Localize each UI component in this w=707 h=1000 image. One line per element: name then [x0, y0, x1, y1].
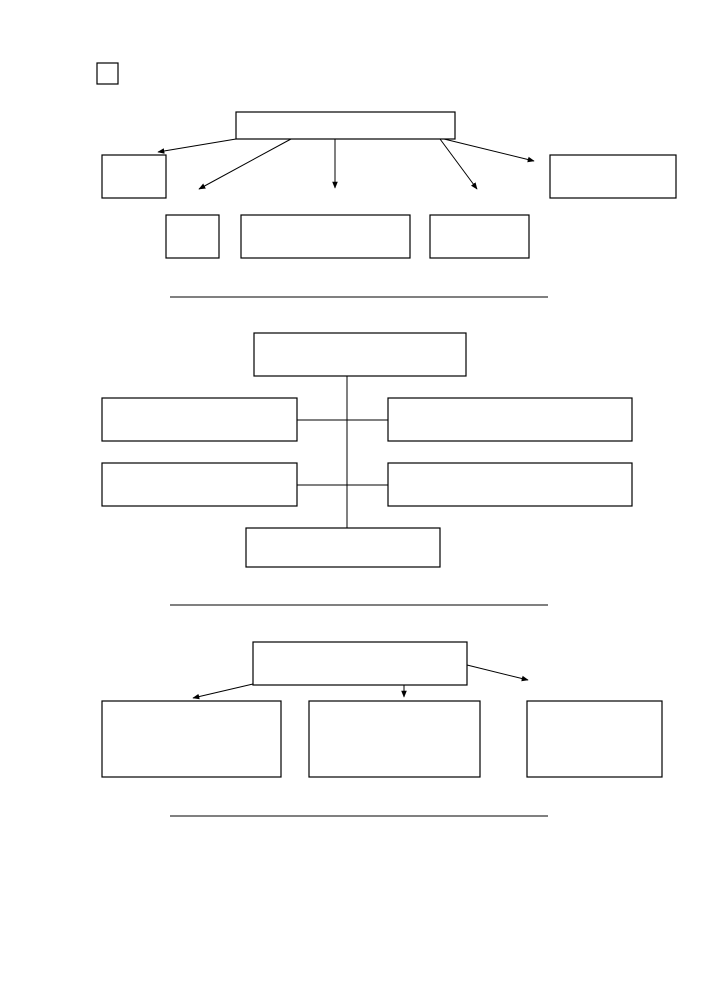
diagram-1-root-box [235, 111, 456, 140]
diagram-1-child-box-3 [240, 214, 411, 259]
diagram-3-child-box-2 [308, 700, 481, 778]
diagram-1-child-box-1 [101, 154, 167, 199]
diagram-3-arrow-1 [192, 683, 254, 700]
diagram-1-child-box-5 [549, 154, 677, 199]
checkbox-square[interactable] [96, 62, 119, 85]
diagram-1-arrow-1 [157, 138, 237, 154]
diagram-2 [101, 332, 633, 606]
diagram-3-child-box-1 [101, 700, 282, 778]
diagram-1-child-box-2 [165, 214, 220, 259]
diagram-2-child-box-5 [245, 527, 441, 568]
diagram-1 [101, 111, 677, 298]
diagram-2-child-box-4 [387, 462, 633, 507]
diagram-1-child-box-4 [429, 214, 530, 259]
diagram-2-child-box-3 [101, 462, 298, 507]
diagram-1-arrow-5 [443, 138, 535, 163]
diagram-3-child-box-3 [526, 700, 663, 778]
diagram-2-root-box [253, 332, 467, 377]
diagram-2-child-box-2 [387, 397, 633, 442]
diagram-1-arrow-4 [439, 138, 478, 190]
diagram-3 [101, 641, 663, 817]
diagram-2-child-box-1 [101, 397, 298, 442]
diagram-1-arrow-2 [198, 138, 292, 190]
diagram-3-arrow-3 [466, 664, 529, 682]
diagram-3-root-box [252, 641, 468, 686]
